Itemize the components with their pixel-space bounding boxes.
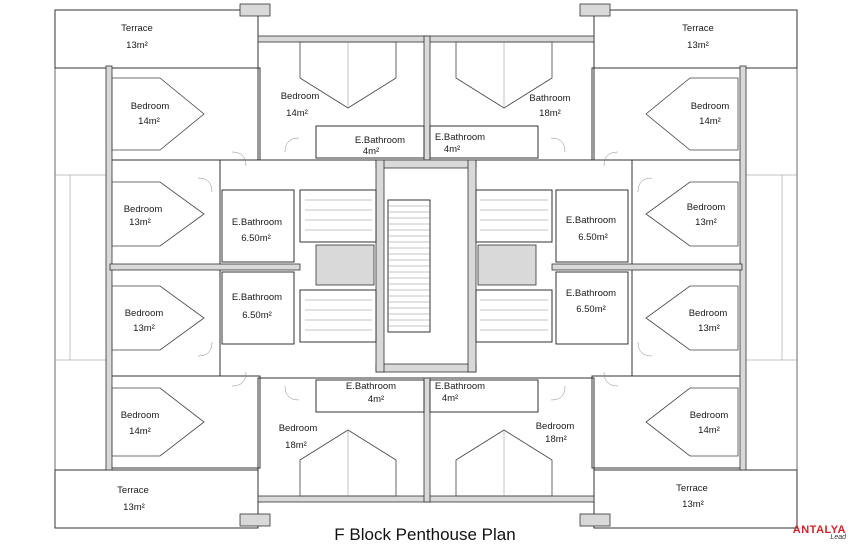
room-area: 14m² (129, 426, 151, 437)
room-area: 13m² (123, 502, 145, 513)
room-area: 13m² (133, 323, 155, 334)
room-name: E.Bathroom (232, 292, 282, 303)
room-name: Terrace (676, 483, 708, 494)
room-area: 4m² (444, 144, 460, 155)
room-name: Bedroom (281, 91, 320, 102)
room-name: Bedroom (125, 308, 164, 319)
room-area: 4m² (442, 393, 458, 404)
room-area: 6.50m² (578, 232, 608, 243)
room-name: Bedroom (691, 101, 730, 112)
room-name: Bedroom (536, 421, 575, 432)
room-area: 13m² (682, 499, 704, 510)
room-name: Terrace (117, 485, 149, 496)
room-name: Bedroom (121, 410, 160, 421)
logo-text: ANTALYA (792, 524, 846, 536)
room-name: E.Bathroom (566, 215, 616, 226)
room-area: 14m² (698, 425, 720, 436)
room-name: Bedroom (687, 202, 726, 213)
room-area: 6.50m² (242, 310, 272, 321)
room-area: 14m² (286, 108, 308, 119)
room-area: 18m² (539, 108, 561, 119)
terrace-outlines (54, 3, 798, 529)
room-area: 6.50m² (576, 304, 606, 315)
room-name: Bathroom (529, 93, 570, 104)
room-name: Bedroom (279, 423, 318, 434)
stair-core (299, 159, 553, 373)
room-area: 13m² (126, 40, 148, 51)
room-area: 14m² (138, 116, 160, 127)
plan-title: F Block Penthouse Plan (334, 525, 516, 544)
room-area: 14m² (699, 116, 721, 127)
room-name: E.Bathroom (355, 135, 405, 146)
room-area: 4m² (368, 394, 384, 405)
door-swings (197, 137, 653, 401)
room-name: E.Bathroom (232, 217, 282, 228)
room-area: 6.50m² (241, 233, 271, 244)
room-name: Bedroom (690, 410, 729, 421)
room-area: 13m² (698, 323, 720, 334)
room-name: E.Bathroom (435, 132, 485, 143)
room-area: 13m² (129, 217, 151, 228)
room-area: 13m² (695, 217, 717, 228)
room-name: Terrace (682, 23, 714, 34)
room-name: E.Bathroom (566, 288, 616, 299)
room-labels: Terrace 13m² Terrace 13m² Bedroom 14m² B… (117, 23, 729, 513)
room-area: 18m² (545, 434, 567, 445)
room-name: E.Bathroom (346, 381, 396, 392)
room-name: E.Bathroom (435, 381, 485, 392)
brand-logo: ANTALYA Lead (793, 524, 846, 541)
wall-structure (105, 35, 747, 503)
room-area: 13m² (687, 40, 709, 51)
room-name: Bedroom (689, 308, 728, 319)
room-name: Bedroom (124, 204, 163, 215)
roof-shapes (111, 41, 739, 497)
room-area: 4m² (363, 146, 379, 157)
room-name: Bedroom (131, 101, 170, 112)
room-name: Terrace (121, 23, 153, 34)
room-area: 18m² (285, 440, 307, 451)
logo-subtext: Lead (830, 534, 846, 541)
